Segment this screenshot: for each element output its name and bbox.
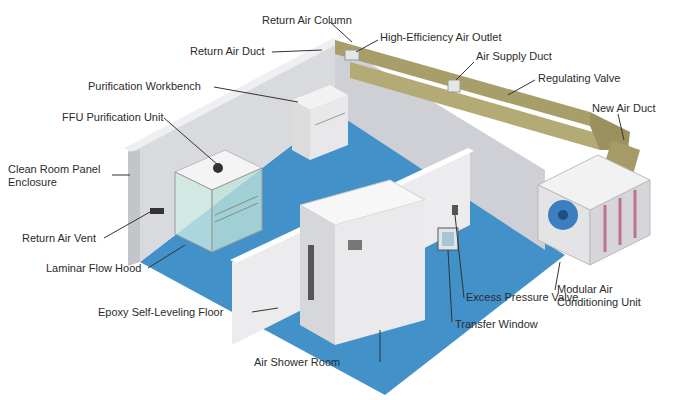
callout-label: Laminar Flow Hood [46,262,150,275]
bench-front [310,95,348,160]
partition-top [230,148,474,263]
callout-label: High-Efficiency Air Outlet [380,31,530,44]
callout-label: Purification Workbench [88,80,218,93]
ac-fan [548,200,578,230]
callout-label: Air Shower Room [254,356,364,369]
ac-filter [634,190,637,238]
air-shower [300,180,425,345]
leader-line [272,50,322,52]
callout-label: Return Air Vent [22,232,112,245]
shower-side [300,205,335,345]
hood-shelf [215,203,258,222]
laminar-flow-hood [175,150,262,252]
leader-line [380,330,381,362]
bench-side [292,100,310,160]
leader-line [448,250,452,322]
callout-label: New Air Duct [592,102,682,115]
hood-glass-side [212,168,262,252]
workbench [292,85,348,160]
hood-glass-front [175,172,212,252]
ac-fan-hub [558,210,568,220]
callout-label: FFU Purification Unit [62,111,172,124]
leader-line [508,80,535,95]
callout-label: Epoxy Self-Leveling Floor [98,306,248,319]
shower-front [335,200,425,345]
leader-line [104,212,150,238]
callout-label: Return Air Duct [190,45,280,58]
ac-filter [619,198,622,245]
leader-line [112,175,130,176]
leader-line [214,87,298,102]
leader-line [455,215,464,298]
shower-panel [348,240,362,250]
leader-line [356,40,378,52]
leader-line [456,62,474,80]
ac-filter [604,205,607,252]
ac-front [538,185,590,265]
wall-edge [128,150,140,266]
leader-line [252,308,278,312]
leader-line [618,114,624,140]
callout-label: Regulating Valve [538,72,638,85]
ac-unit [538,155,650,265]
transfer-glass [442,232,454,246]
callout-label: Clean Room Panel Enclosure [8,163,114,189]
transfer-window [438,228,458,250]
bench-slot [315,113,345,125]
callout-label: Transfer Window [455,318,565,331]
air-outlet [448,80,460,92]
pressure-valve [452,205,458,215]
leader-line [164,118,218,165]
return-air-vent [150,208,164,214]
leader-line [148,245,185,268]
partition [230,148,474,345]
ac-side [590,180,650,265]
callout-label: Excess Pressure Valve [466,291,596,304]
shower-door-window [308,245,314,300]
callout-label: Return Air Column [262,14,382,27]
callout-label: Air Supply Duct [476,50,576,63]
